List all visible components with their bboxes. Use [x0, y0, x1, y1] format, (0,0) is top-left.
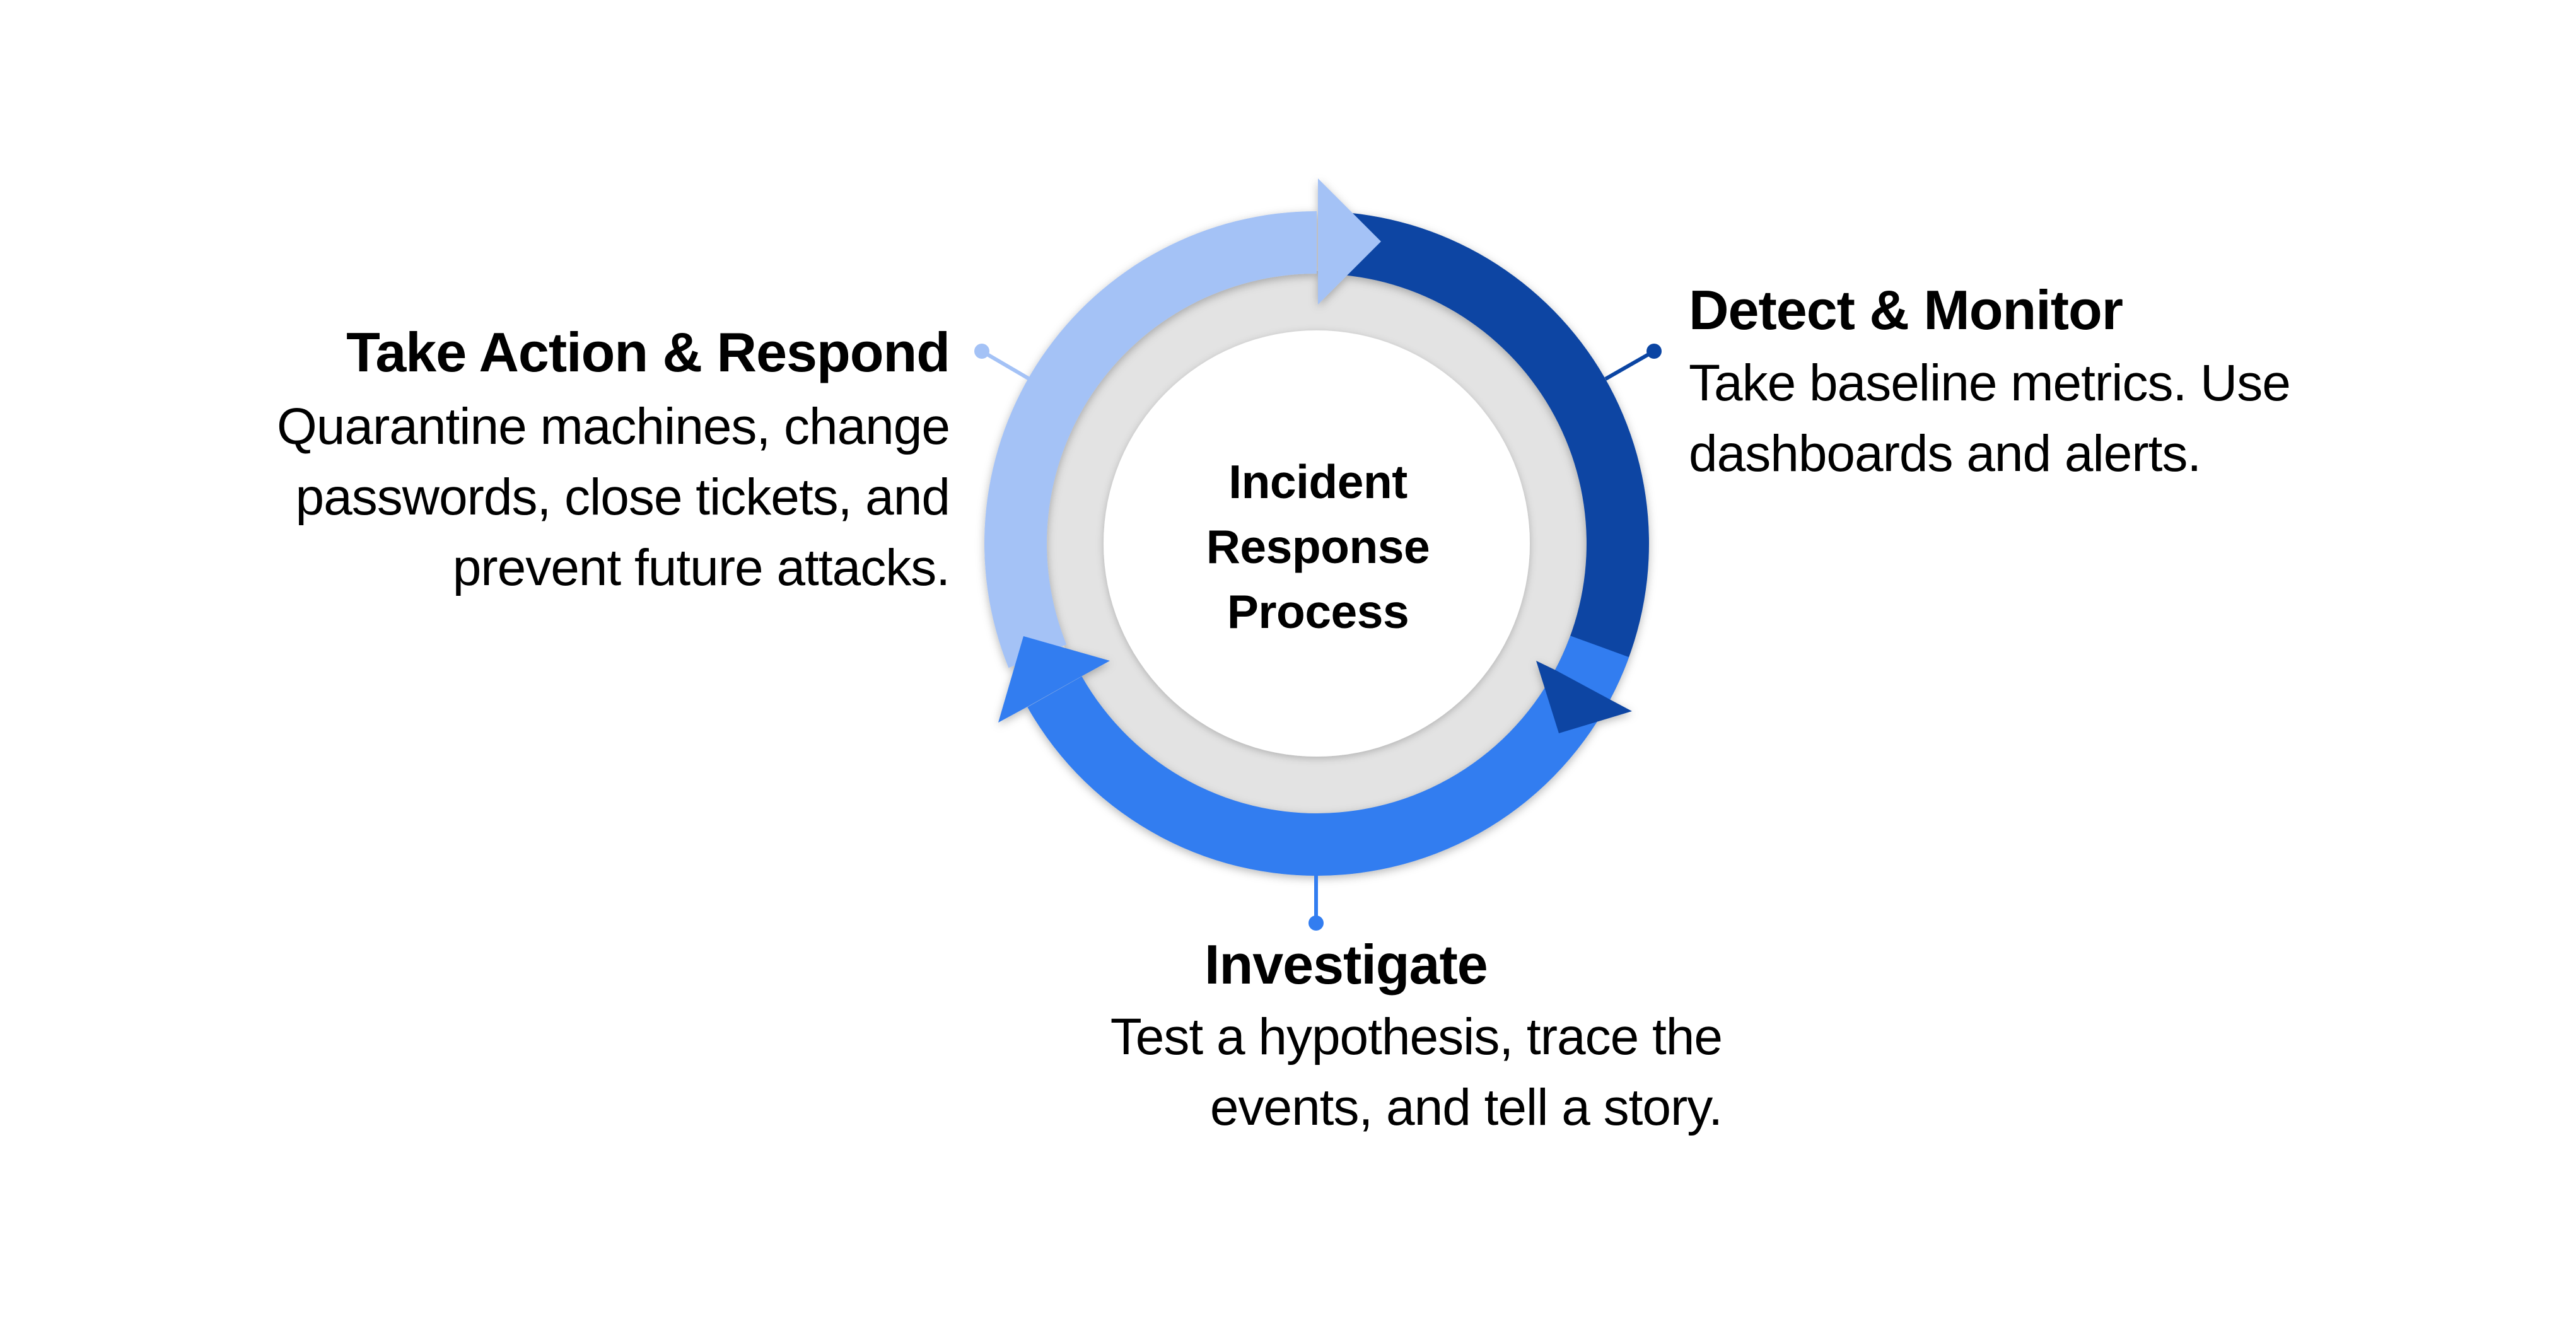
detect-arc: [1326, 211, 1649, 700]
investigate-stage-description: Test a hypothesis, trace the events, and…: [1110, 1002, 1723, 1143]
center-label-line: Response: [1206, 520, 1430, 573]
detect-stage-title: Detect & Monitor: [1689, 279, 2123, 341]
respond-connector-dot-icon: [974, 344, 989, 359]
detect-arrowhead-icon: [1536, 661, 1632, 733]
respond-description-line: Quarantine machines, change: [276, 398, 950, 455]
respond-description-line: passwords, close tickets, and: [295, 468, 950, 526]
respond-connector: [974, 344, 1032, 381]
investigate-arc: [1027, 636, 1629, 876]
detect-connector-dot-icon: [1646, 344, 1662, 359]
inner-disk: [1104, 330, 1530, 757]
respond-stage-title: Take Action & Respond: [346, 321, 950, 383]
detect-description-line: dashboards and alerts.: [1689, 425, 2201, 482]
center-label-line: Incident: [1228, 455, 1407, 508]
investigate-arrowhead-icon: [998, 636, 1110, 723]
respond-arc: [984, 211, 1317, 668]
investigate-stage-title: Investigate: [1204, 933, 1488, 996]
detect-stage-description: Take baseline metrics. Use dashboards an…: [1689, 348, 2291, 489]
detect-description-line: Take baseline metrics. Use: [1689, 354, 2291, 412]
respond-description-line: prevent future attacks.: [452, 539, 950, 596]
investigate-connector-dot-icon: [1308, 915, 1324, 931]
center-label-line: Process: [1227, 585, 1409, 638]
respond-stage-description: Quarantine machines, change passwords, c…: [277, 392, 950, 603]
center-label: Incident Response Process: [1160, 450, 1476, 644]
respond-arrowhead-icon: [1318, 178, 1381, 305]
investigate-connector: [1308, 875, 1324, 931]
investigate-description-line: Test a hypothesis, trace the: [1110, 1008, 1723, 1066]
investigate-description-line: events, and tell a story.: [1209, 1079, 1723, 1136]
detect-connector: [1604, 344, 1662, 381]
